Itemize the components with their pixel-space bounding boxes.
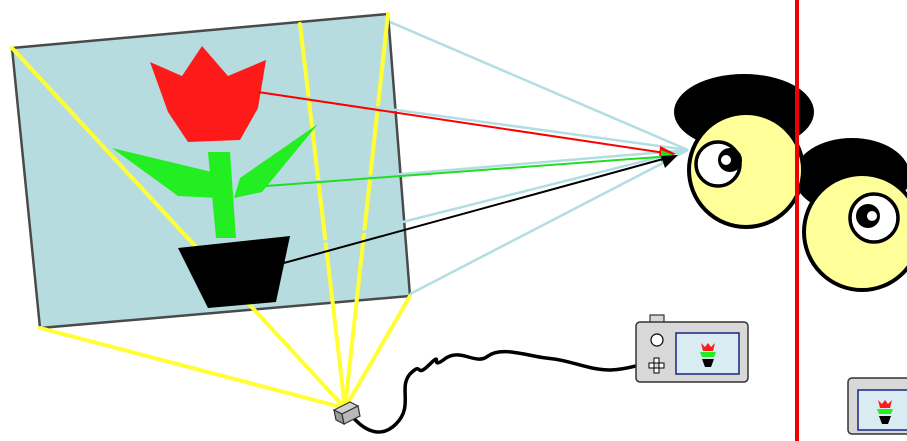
reflected-viewer-head [794, 138, 907, 290]
viewer-head [674, 74, 814, 227]
mirrored-camera-icon [848, 378, 907, 434]
reflected-glint [867, 211, 877, 221]
frame-ray [40, 328, 345, 408]
digital-camera-icon [636, 315, 748, 382]
black-ray-arrowhead [661, 155, 678, 168]
camera-cable [350, 352, 636, 432]
viewer-glint [721, 155, 731, 165]
camera-lens-button [651, 334, 663, 346]
